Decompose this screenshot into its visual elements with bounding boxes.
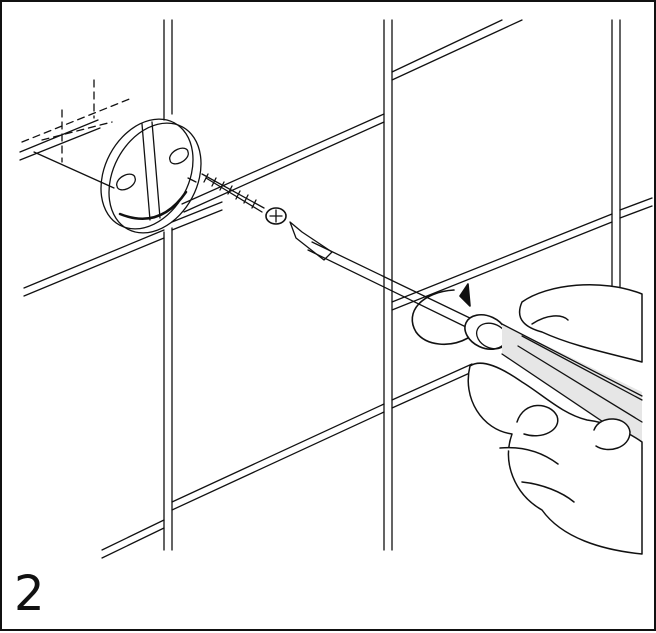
screwdriver-icon — [289, 221, 643, 450]
mounting-plate-icon — [100, 118, 202, 234]
step-number: 2 — [14, 566, 45, 622]
hand-icon — [467, 283, 643, 555]
plug-shaft-line — [33, 151, 115, 189]
wall-tile-grid-icon — [19, 19, 653, 559]
rotation-arrow-icon — [411, 283, 471, 345]
drill-hole-guides-icon — [21, 79, 133, 163]
screw-icon — [201, 173, 287, 225]
